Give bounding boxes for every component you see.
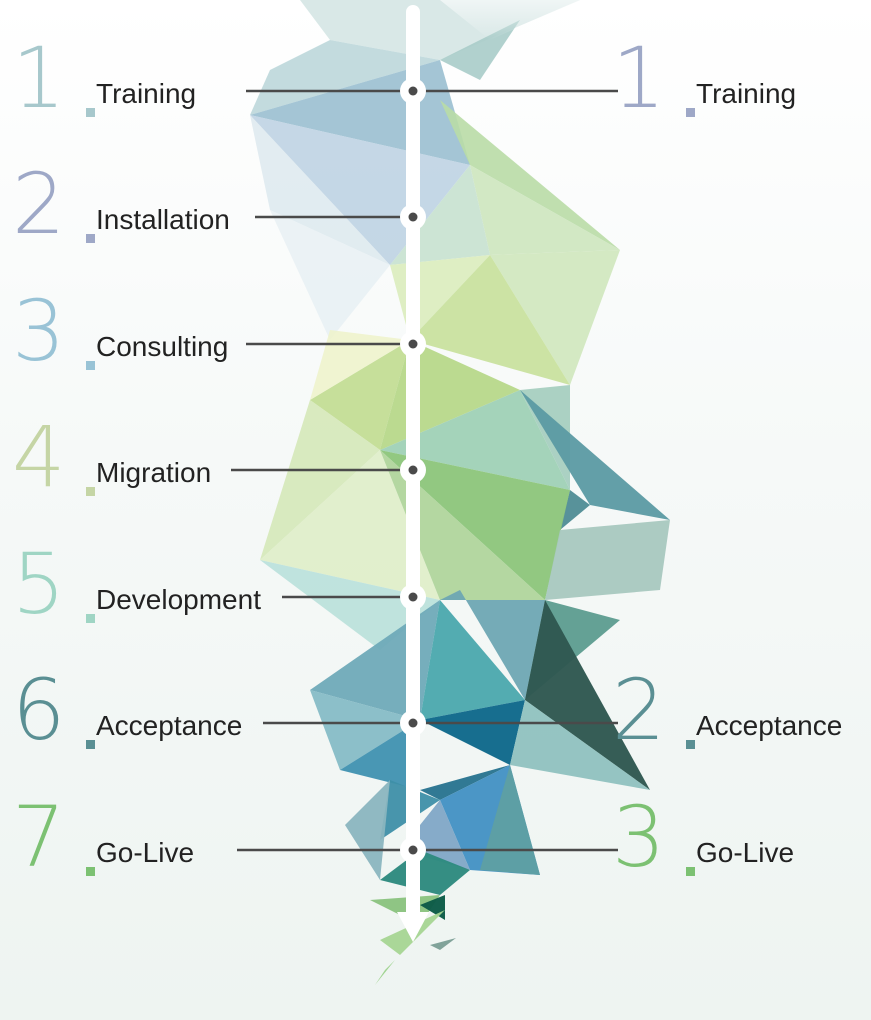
- step-number: 2: [12, 155, 66, 253]
- step-dot: [86, 361, 95, 370]
- connector-lines: [231, 89, 618, 852]
- left-step-2: 2 Installation: [12, 162, 230, 246]
- step-dot: [686, 740, 695, 749]
- step-label: Go-Live: [696, 837, 795, 868]
- step-number: 3: [612, 788, 666, 886]
- left-step-4: 4 Migration: [12, 415, 211, 499]
- step-number: 1: [612, 29, 666, 127]
- step-label: Consulting: [96, 331, 229, 362]
- step-label: Acceptance: [696, 710, 843, 741]
- arrow-head: [397, 912, 429, 942]
- step-number: 4: [12, 408, 66, 506]
- step-label: Training: [96, 78, 197, 109]
- arrow-nodes: [400, 78, 426, 863]
- left-step-5: 5 Development: [12, 542, 261, 626]
- step-number: 5: [12, 535, 66, 633]
- left-step-6: 6 Acceptance: [12, 668, 242, 752]
- step-dot: [686, 108, 695, 117]
- left-step-3: 3 Consulting: [12, 289, 228, 373]
- node-5: [400, 584, 426, 610]
- step-dot: [86, 740, 95, 749]
- right-step-3: 3 Go-Live: [612, 795, 794, 879]
- left-step-7: 7 Go-Live: [12, 795, 194, 879]
- step-dot: [86, 867, 95, 876]
- node-7: [400, 837, 426, 863]
- step-number: 1: [12, 29, 66, 127]
- step-dot: [86, 234, 95, 243]
- node-4: [400, 457, 426, 483]
- step-dot: [86, 108, 95, 117]
- step-number: 2: [612, 661, 666, 759]
- step-label: Acceptance: [96, 710, 243, 741]
- node-6: [400, 710, 426, 736]
- left-step-1: 1 Training: [12, 36, 196, 120]
- right-step-2: 2 Acceptance: [612, 668, 842, 752]
- node-3: [400, 331, 426, 357]
- step-label: Go-Live: [96, 837, 195, 868]
- right-step-1: 1 Training: [612, 36, 796, 120]
- step-label: Development: [96, 584, 261, 615]
- step-label: Migration: [96, 457, 212, 488]
- step-dot: [686, 867, 695, 876]
- step-number: 6: [12, 661, 66, 759]
- node-2: [400, 204, 426, 230]
- step-label: Installation: [96, 204, 230, 235]
- step-dot: [86, 487, 95, 496]
- step-label: Training: [696, 78, 797, 109]
- step-number: 3: [12, 282, 66, 380]
- step-number: 7: [12, 788, 66, 886]
- step-dot: [86, 614, 95, 623]
- node-1: [400, 78, 426, 104]
